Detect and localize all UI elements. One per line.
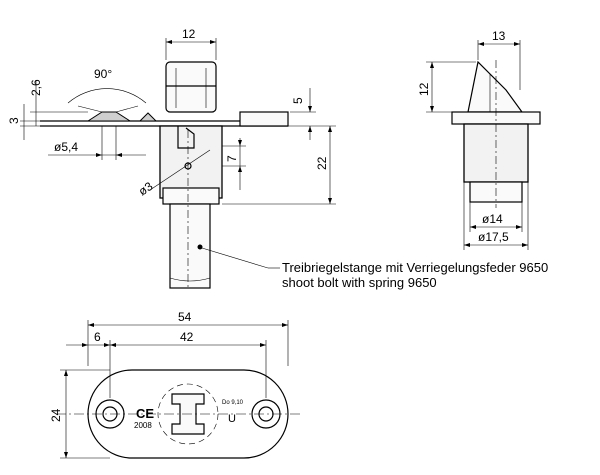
dim-side-height: 12	[417, 82, 431, 96]
dim-side-width: 13	[492, 29, 506, 43]
knob-head	[165, 61, 217, 113]
dim-height-7: 7	[225, 155, 239, 162]
callout-english: shoot bolt with spring 9650	[282, 275, 437, 290]
dim-angle: 90°	[94, 67, 112, 81]
bolt-slot	[177, 126, 195, 149]
year-mark: 2008	[134, 421, 152, 430]
side-latch-head	[467, 60, 524, 113]
stamp-glyph: U	[228, 413, 236, 425]
ce-mark: CE	[136, 406, 154, 421]
leader-dot	[197, 244, 203, 250]
dim-diameter-175: ø17,5	[478, 230, 509, 244]
dim-diameter-3: ø3	[136, 179, 156, 199]
stamp-mark: Do 9,10	[222, 400, 244, 406]
side-view: 13 12 ø14 ø17,5	[417, 29, 541, 250]
front-view: 12 90° 2,6 3 ø5,4 5 7	[7, 27, 336, 289]
dim-height-5: 5	[291, 97, 305, 104]
countersink-left	[86, 111, 132, 122]
countersink-right	[138, 112, 158, 122]
dim-diameter-54: ø5,4	[54, 140, 78, 154]
angle-arc	[67, 88, 147, 104]
leader-line	[201, 247, 269, 269]
dim-bottom-6: 6	[94, 330, 101, 344]
dim-bottom-24: 24	[49, 408, 63, 422]
callout: Treibriegelstange mit Verriegelungsfeder…	[268, 260, 548, 290]
callout-german: Treibriegelstange mit Verriegelungsfeder…	[282, 260, 548, 275]
plan-view: CE 2008 Do 9,10 U 54 6 42 24	[49, 310, 300, 459]
dim-bottom-42: 42	[180, 330, 194, 344]
flange-right	[239, 111, 289, 127]
housing-body	[159, 125, 223, 199]
dim-height-22: 22	[315, 156, 329, 170]
shoot-bolt	[169, 203, 211, 289]
dim-width-top: 12	[182, 27, 196, 41]
lower-collar	[162, 187, 220, 205]
dim-bottom-54: 54	[178, 310, 192, 324]
dim-height-top: 2,6	[29, 79, 43, 96]
dim-diameter-14: ø14	[482, 212, 503, 226]
bolt-break-line	[169, 277, 211, 282]
dim-height-left: 3	[7, 117, 21, 124]
